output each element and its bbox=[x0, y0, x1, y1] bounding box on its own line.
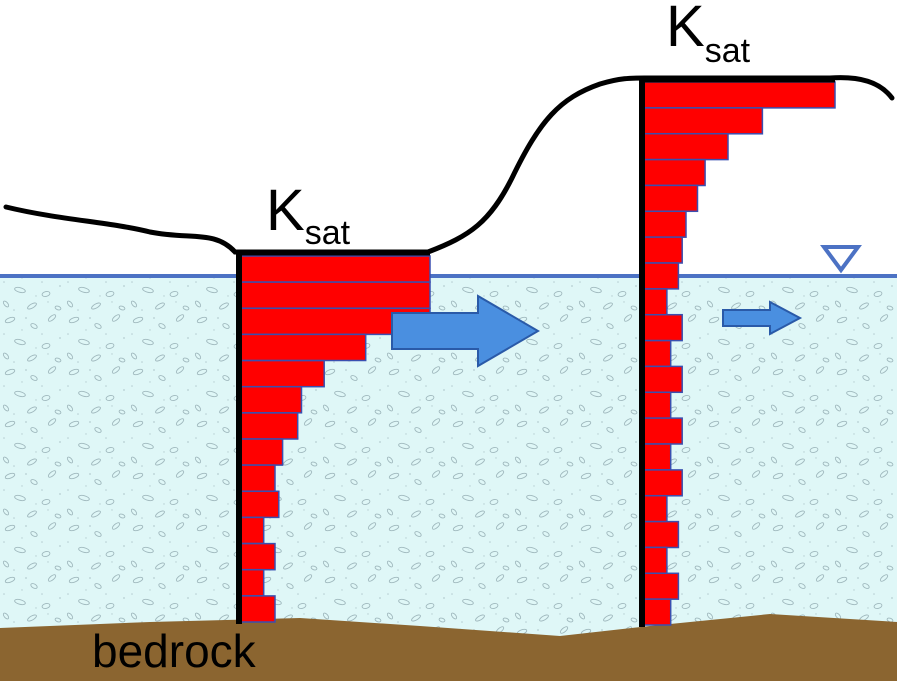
right-ksat-bar bbox=[643, 236, 683, 264]
right-ksat-bar bbox=[643, 107, 764, 135]
left-ksat-bar bbox=[240, 255, 431, 283]
left-ksat-bar bbox=[240, 438, 284, 466]
bedrock-layer bbox=[0, 614, 897, 681]
small-flow-arrow-icon bbox=[722, 300, 803, 336]
right-ksat-bar bbox=[643, 469, 683, 497]
left-ksat-bar bbox=[240, 595, 276, 623]
right-ksat-bar bbox=[643, 339, 672, 368]
left-ksat-subscript: sat bbox=[305, 214, 351, 252]
right-ksat-bar bbox=[643, 365, 683, 394]
left-ksat-bar bbox=[240, 516, 265, 545]
right-ksat-bar bbox=[643, 443, 672, 471]
bedrock-label: bedrock bbox=[92, 625, 257, 677]
right-ksat-bar bbox=[643, 546, 668, 575]
left-ksat-bar bbox=[240, 359, 325, 388]
right-ksat-bar bbox=[643, 132, 729, 161]
right-ksat-subscript: sat bbox=[705, 32, 751, 70]
left-ksat-bar bbox=[240, 385, 303, 414]
right-ksat-bar bbox=[643, 184, 699, 213]
right-ksat-bar bbox=[643, 520, 680, 549]
right-ksat-bar bbox=[643, 391, 672, 419]
left-ksat-bar bbox=[240, 464, 276, 492]
right-ksat-bar bbox=[643, 288, 668, 316]
left-ksat-profile bbox=[240, 255, 431, 623]
left-ksat-bar bbox=[240, 490, 280, 519]
water-table-triangle-icon bbox=[820, 245, 862, 274]
right-ksat-bar bbox=[643, 598, 672, 626]
large-flow-arrow-icon bbox=[391, 294, 540, 368]
right-ksat-label: Ksat bbox=[666, 0, 751, 70]
left-ksat-bar bbox=[240, 412, 299, 440]
right-ksat-bar bbox=[643, 210, 687, 238]
left-ksat-bar bbox=[240, 333, 367, 362]
left-ksat-bar bbox=[240, 568, 265, 597]
left-ksat-bar bbox=[240, 542, 276, 571]
right-ksat-bar bbox=[643, 158, 706, 187]
right-ksat-bar bbox=[643, 572, 680, 600]
left-ksat-bar bbox=[240, 281, 431, 309]
right-ksat-bar bbox=[643, 313, 683, 342]
right-ksat-bar bbox=[643, 81, 836, 109]
right-ksat-profile bbox=[643, 81, 836, 626]
left-ksat-label: Ksat bbox=[266, 178, 351, 252]
right-ksat-symbol: K bbox=[666, 0, 705, 59]
right-ksat-bar bbox=[643, 494, 668, 523]
left-ksat-symbol: K bbox=[266, 178, 305, 243]
right-ksat-bar bbox=[643, 417, 683, 445]
right-ksat-bar bbox=[643, 262, 680, 290]
